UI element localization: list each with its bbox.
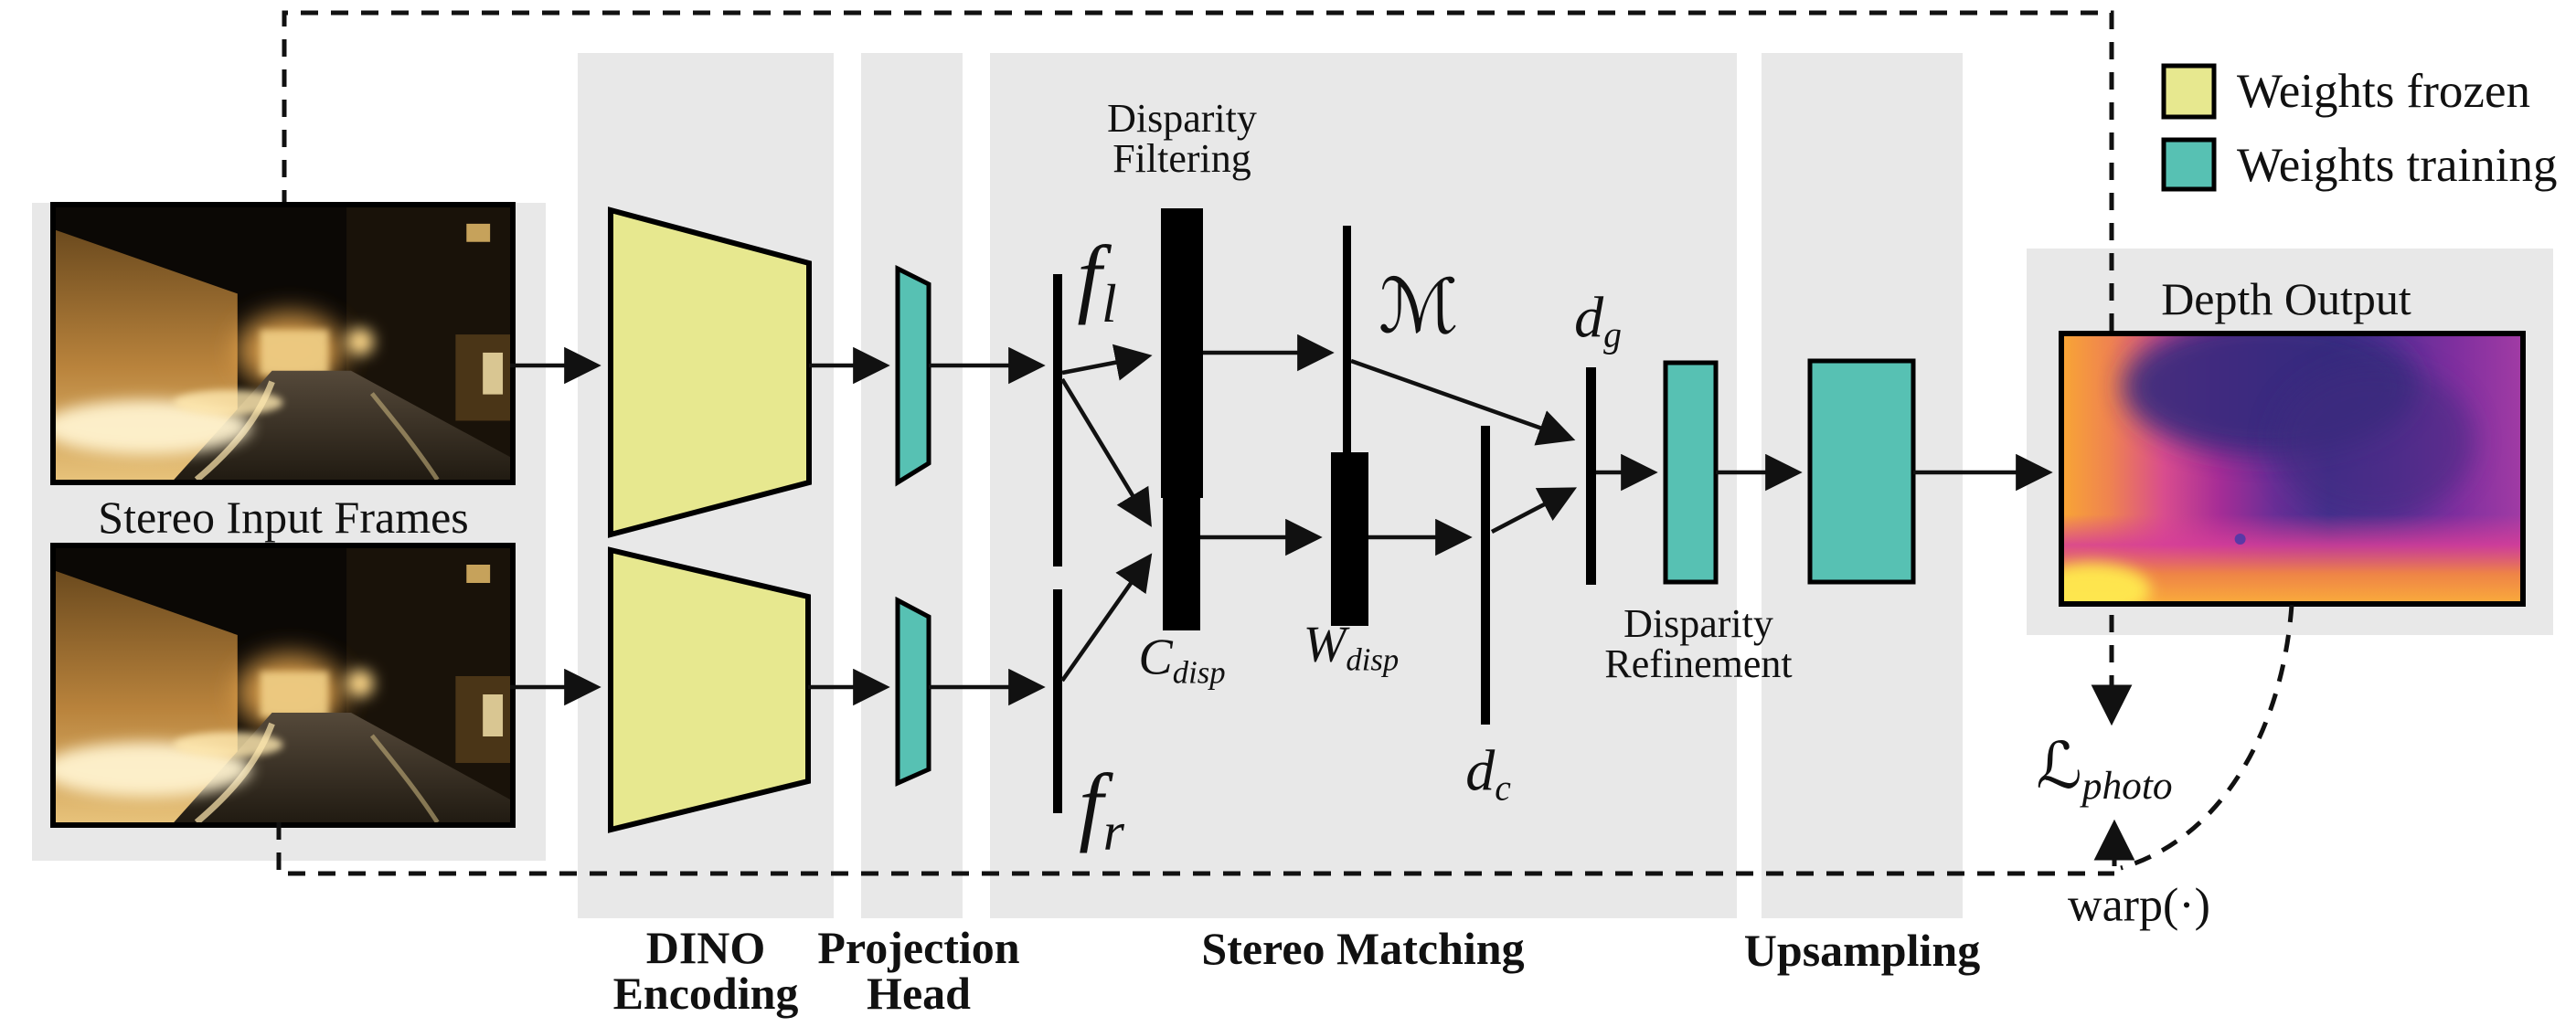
loss-base: ℒ xyxy=(2036,727,2082,803)
projection-stage-line1: Projection xyxy=(817,922,1020,973)
d-c-base: d xyxy=(1465,737,1496,803)
match-mask-line xyxy=(1343,226,1351,512)
arrow-fr-to-cdisp xyxy=(1060,553,1153,683)
f-l-sub: l xyxy=(1102,272,1117,334)
upsampling-block xyxy=(1807,358,1916,585)
projection-stage-label: Projection Head xyxy=(817,925,1019,1016)
disparity-refinement-label: Disparity Refinement xyxy=(1604,604,1792,684)
depth-output-caption: Depth Output xyxy=(2161,273,2411,324)
c-disp-sub: disp xyxy=(1172,654,1226,691)
left-input-image xyxy=(42,207,510,480)
dino-stage-label: DINO Encoding xyxy=(613,925,799,1016)
c-disp-base: C xyxy=(1138,629,1173,686)
match-base: ℳ xyxy=(1378,263,1459,351)
disparity-refinement-line1: Disparity xyxy=(1623,601,1773,646)
f-r-label: fr xyxy=(1079,754,1124,863)
d-g-sub: g xyxy=(1603,314,1622,355)
projection-stage-line2: Head xyxy=(867,968,971,1019)
legend-training-swatch xyxy=(2161,137,2217,192)
dino-stage-line2: Encoding xyxy=(612,968,799,1019)
f-l-feature-line xyxy=(1053,274,1062,566)
w-disp-base: W xyxy=(1303,616,1347,673)
arrow-fl-to-cdisp xyxy=(1060,377,1152,527)
photometric-loss-label: ℒphoto xyxy=(2036,728,2172,809)
legend-frozen-swatch xyxy=(2161,63,2217,120)
input-caption: Stereo Input Frames xyxy=(98,492,469,543)
stereo-stage-label: Stereo Matching xyxy=(1201,923,1525,974)
dino-encoder-top-shape xyxy=(608,206,812,538)
projection-head-bottom-shape xyxy=(895,596,931,787)
disparity-refinement-block xyxy=(1663,360,1719,585)
f-l-base: f xyxy=(1077,228,1102,326)
warp-feedback-bottom-path xyxy=(276,822,2114,876)
d-g-label: dg xyxy=(1574,283,1622,355)
disparity-filtering-line2: Filtering xyxy=(1112,136,1251,181)
dino-stage-line1: DINO xyxy=(645,922,766,973)
f-r-feature-line xyxy=(1053,589,1062,813)
disparity-refinement-line2: Refinement xyxy=(1604,641,1793,686)
loss-sub: photo xyxy=(2081,764,2173,809)
right-input-image xyxy=(42,548,510,822)
disparity-filtering-line1: Disparity xyxy=(1107,96,1257,141)
arrow-dc-to-dg xyxy=(1490,487,1578,534)
f-l-label: fl xyxy=(1077,226,1116,335)
w-disp-sub: disp xyxy=(1346,641,1400,678)
d-c-sub: c xyxy=(1495,768,1511,809)
depth-output-image xyxy=(2064,336,2520,601)
match-mask-label: ℳ xyxy=(1378,264,1459,351)
legend-frozen-label: Weights frozen xyxy=(2237,65,2530,118)
c-disp-label: Cdisp xyxy=(1138,629,1225,692)
loss-feedback-top-path xyxy=(282,10,2133,726)
warp-label: warp(·) xyxy=(2068,879,2210,932)
c-disp-cost-volume-bar xyxy=(1163,448,1200,630)
projection-band-bg xyxy=(861,53,963,918)
dino-encoder-bottom-shape xyxy=(608,546,811,833)
f-r-sub: r xyxy=(1102,800,1124,862)
arrow-fl-to-filtering xyxy=(1061,344,1153,381)
projection-head-top-shape xyxy=(895,264,931,487)
legend-training-label: Weights training xyxy=(2237,139,2558,192)
d-g-line xyxy=(1586,367,1596,585)
upsampling-stage-label: Upsampling xyxy=(1743,925,1981,976)
d-g-base: d xyxy=(1574,284,1604,350)
f-r-base: f xyxy=(1079,756,1103,854)
d-c-line xyxy=(1481,426,1490,725)
arrow-match-to-dg xyxy=(1350,358,1576,446)
w-disp-label: Wdisp xyxy=(1304,616,1400,679)
disparity-filtering-label: Disparity Filtering xyxy=(1107,99,1257,179)
d-c-label: dc xyxy=(1465,736,1511,809)
